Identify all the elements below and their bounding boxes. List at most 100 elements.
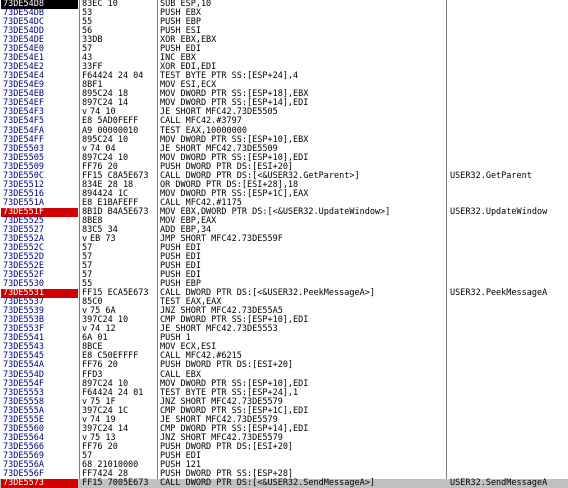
disassembly-cell: OR DWORD PTR DS:[ESI+28],18 <box>160 179 299 190</box>
hex-dump-cell: 8BF1 <box>82 80 103 91</box>
comment-cell: USER32.GetParent <box>450 170 532 181</box>
address-cell: 73DE54D8 <box>1 0 78 10</box>
address-cell: 73DE5503 <box>3 143 44 154</box>
jump-marker-icon: v <box>82 143 88 154</box>
disassembly-cell: XOR EDI,EDI <box>160 62 217 73</box>
address-cell: 73DE5531 <box>1 289 78 299</box>
address-cell: 73DE5537 <box>3 297 44 308</box>
disassembly-cell: JE SHORT MFC42.73DE5553 <box>160 324 278 335</box>
column-separator-hex[interactable] <box>157 0 158 488</box>
hex-dump-cell: 43 <box>82 53 93 64</box>
address-cell: 73DE552A <box>3 233 44 244</box>
address-cell: 73DE5516 <box>3 188 44 199</box>
disassembly-cell: PUSH EDI <box>160 252 201 263</box>
disassembly-cell: CALL MFC42.#1175 <box>160 197 242 208</box>
disassembly-cell: MOV EBX,DWORD PTR DS:[<&USER32.UpdateWin… <box>160 206 391 217</box>
hex-dump-cell: 74 12 <box>90 324 116 335</box>
disassembly-cell: PUSH DWORD PTR SS:[ESP+28] <box>160 468 294 479</box>
address-cell: 73DE54FA <box>3 125 44 136</box>
comment-cell: USER32.PeekMessageA <box>450 288 548 299</box>
hex-dump-cell: 68 21010000 <box>82 459 139 470</box>
disassembly-cell: PUSH DWORD PTR DS:[ESI+20] <box>160 360 294 371</box>
disassembly-cell: CALL DWORD PTR DS:[<&USER32.SendMessageA… <box>160 477 375 488</box>
disassembly-cell: TEST BYTE PTR SS:[ESP+24],1 <box>160 387 299 398</box>
hex-dump-cell: 55 <box>82 279 93 290</box>
hex-dump-cell: 397C24 14 <box>82 423 129 434</box>
address-cell: 73DE556F <box>3 468 44 479</box>
column-separator-disasm[interactable] <box>446 0 447 488</box>
address-cell: 73DE554D <box>3 369 44 380</box>
hex-dump-cell: EB 73 <box>90 233 116 244</box>
address-cell: 73DE550C <box>3 170 44 181</box>
address-cell: 73DE5566 <box>3 441 44 452</box>
hex-dump-cell: 57 <box>82 44 93 55</box>
jump-marker-icon: v <box>82 306 88 317</box>
address-cell: 73DE555A <box>3 405 44 416</box>
address-cell: 73DE5543 <box>3 342 44 353</box>
disassembly-cell: JE SHORT MFC42.73DE5509 <box>160 143 278 154</box>
address-cell: 73DE54DC <box>3 17 44 28</box>
address-cell: 73DE5530 <box>3 279 44 290</box>
hex-dump-cell: 75 13 <box>90 432 116 443</box>
hex-dump-cell: FF76 20 <box>82 360 118 371</box>
disassembly-cell: CALL DWORD PTR DS:[<&USER32.GetParent>] <box>160 170 360 181</box>
hex-dump-cell: 8BE8 <box>82 215 103 226</box>
column-separator-address[interactable] <box>79 0 80 488</box>
